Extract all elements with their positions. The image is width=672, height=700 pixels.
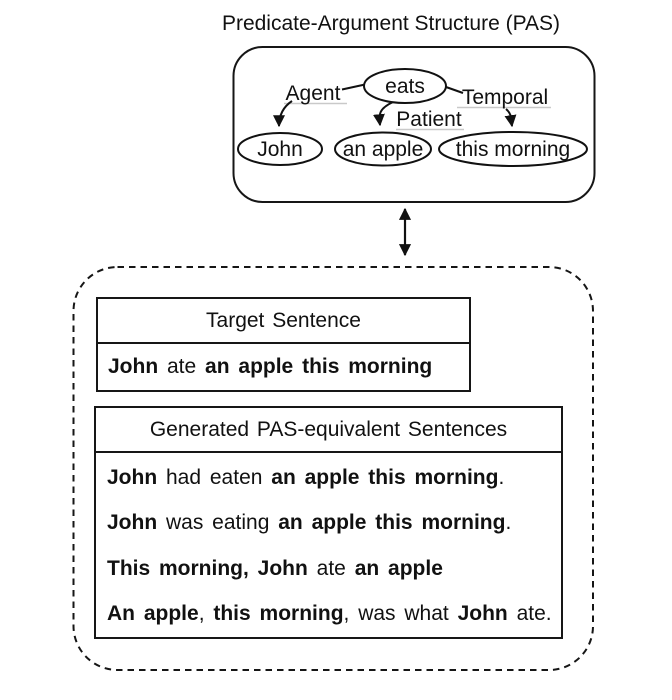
arrow-temporal-to-this-morning-icon <box>504 108 517 128</box>
role-label-agent: Agent <box>286 82 341 105</box>
argument-node-john-ellipse <box>237 132 323 166</box>
bidirectional-arrow-icon <box>398 207 412 257</box>
target-sentence-text: John ate an apple this morning <box>108 355 433 378</box>
argument-node-this-morning-ellipse <box>438 131 588 167</box>
connector-agent-eats <box>341 83 366 91</box>
pas-structure-panel: eats Agent Patient Temporal John an appl… <box>232 46 596 203</box>
generated-sentence-1: John had eaten an apple this morning. <box>107 465 505 489</box>
argument-node-john-label: John <box>257 138 303 161</box>
role-label-patient: Patient <box>396 108 462 131</box>
arrow-eats-to-an-apple-icon <box>372 101 394 127</box>
connector-eats-temporal <box>445 86 464 94</box>
generated-sentences-box: Generated PAS-equivalent Sentences John … <box>94 406 563 639</box>
generated-sentence-4: An apple, this morning, was what John at… <box>107 602 552 626</box>
predicate-node-label: eats <box>385 75 425 98</box>
arrow-agent-to-john-icon <box>273 100 293 128</box>
pas-container-box <box>232 46 596 203</box>
predicate-node-ellipse <box>363 68 447 104</box>
page-title: Predicate-Argument Structure (PAS) <box>221 12 561 35</box>
target-sentence-header: Target Sentence <box>98 299 469 344</box>
generated-sentences-list: John had eaten an apple this morning. Jo… <box>96 453 561 637</box>
role-label-temporal: Temporal <box>462 86 548 109</box>
argument-node-an-apple-label: an apple <box>343 138 424 161</box>
target-sentence-box: Target Sentence John ate an apple this m… <box>96 297 471 392</box>
argument-node-an-apple-ellipse <box>334 131 432 167</box>
generated-sentences-header: Generated PAS-equivalent Sentences <box>96 408 561 453</box>
argument-node-this-morning-label: this morning <box>456 138 570 161</box>
generated-sentence-2: John was eating an apple this morning. <box>107 511 512 535</box>
generated-sentence-3: This morning, John ate an apple <box>107 556 443 580</box>
generation-group-outline <box>72 266 594 671</box>
